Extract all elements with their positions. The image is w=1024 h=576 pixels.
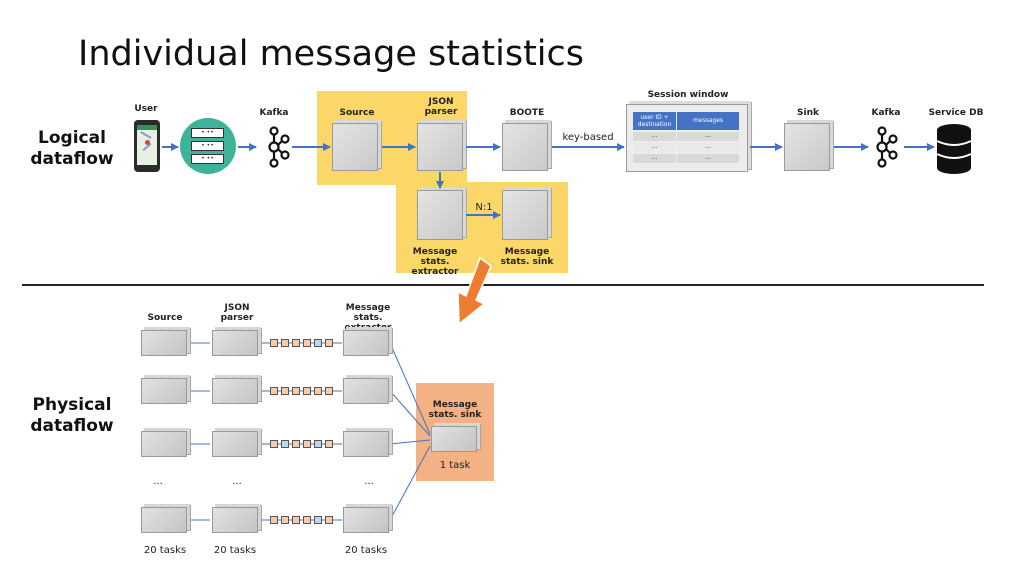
stats-sink-operator bbox=[502, 190, 548, 240]
page-title: Individual message statistics bbox=[78, 34, 585, 74]
message-queue bbox=[270, 339, 333, 347]
server-icon: • •• • •• • •• bbox=[180, 118, 236, 174]
phys-extractor-label: Message stats. extractor bbox=[344, 303, 392, 333]
phys-extractor-task bbox=[343, 431, 389, 457]
key-based-label: key-based bbox=[562, 132, 614, 143]
kafka-icon bbox=[876, 126, 898, 168]
phys-parser-task bbox=[212, 378, 258, 404]
session-table-cell: ... bbox=[633, 143, 676, 152]
source-operator bbox=[332, 123, 378, 171]
phys-sink-task bbox=[431, 426, 477, 452]
phys-sink-label: Message stats. sink bbox=[428, 400, 482, 420]
ellipsis: ... bbox=[364, 476, 374, 487]
message-queue bbox=[270, 516, 333, 524]
user-label: User bbox=[134, 104, 158, 114]
json-parser-label: JSON parser bbox=[424, 97, 458, 117]
phys-extractor-task bbox=[343, 378, 389, 404]
sink-operator bbox=[784, 123, 830, 171]
smartphone-map-icon bbox=[134, 120, 160, 172]
tasks-source: 20 tasks bbox=[143, 545, 187, 556]
session-table-cell: ... bbox=[677, 132, 739, 141]
phys-parser-task bbox=[212, 330, 258, 356]
phys-source-task bbox=[141, 431, 187, 457]
ellipsis: ... bbox=[153, 476, 163, 487]
phys-extractor-task bbox=[343, 330, 389, 356]
stats-sink-label: Message stats. sink bbox=[500, 247, 554, 267]
phys-extractor-task bbox=[343, 507, 389, 533]
kafka-out-label: Kafka bbox=[871, 108, 901, 118]
session-table-cell: ... bbox=[633, 154, 676, 163]
section-divider bbox=[22, 284, 984, 286]
physical-dataflow-label: Physical dataflow bbox=[30, 395, 114, 436]
extractor-operator bbox=[417, 190, 463, 240]
source-label: Source bbox=[339, 108, 375, 118]
boote-label: BOOTE bbox=[509, 108, 545, 118]
phys-source-task bbox=[141, 330, 187, 356]
session-table-header-key: user ID + destination bbox=[633, 112, 676, 130]
message-queue bbox=[270, 440, 333, 448]
session-window-label: Session window bbox=[647, 90, 729, 100]
one-task-label: 1 task bbox=[439, 460, 471, 471]
kafka-in-label: Kafka bbox=[259, 108, 289, 118]
phys-json-parser-label: JSON parser bbox=[220, 303, 254, 323]
session-window-operator: user ID + destination messages ... ... .… bbox=[626, 104, 748, 172]
phys-source-task bbox=[141, 507, 187, 533]
phys-source-label: Source bbox=[147, 313, 183, 323]
ellipsis: ... bbox=[232, 476, 242, 487]
json-parser-operator bbox=[417, 123, 463, 171]
service-db-label: Service DB bbox=[928, 108, 984, 118]
tasks-extractor: 20 tasks bbox=[344, 545, 388, 556]
extractor-label: Message stats. extractor bbox=[411, 247, 459, 277]
session-table-header-messages: messages bbox=[677, 112, 739, 130]
sink-label: Sink bbox=[797, 108, 819, 118]
session-table-cell: ... bbox=[677, 154, 739, 163]
kafka-icon bbox=[268, 126, 290, 168]
phys-parser-task bbox=[212, 507, 258, 533]
phys-source-task bbox=[141, 378, 187, 404]
message-queue bbox=[270, 387, 333, 395]
phys-parser-task bbox=[212, 431, 258, 457]
session-table-cell: ... bbox=[633, 132, 676, 141]
boote-operator bbox=[502, 123, 548, 171]
n1-label: N:1 bbox=[475, 202, 493, 213]
session-table-cell: ... bbox=[677, 143, 739, 152]
database-icon bbox=[936, 124, 972, 174]
tasks-parser: 20 tasks bbox=[213, 545, 257, 556]
logical-dataflow-label: Logical dataflow bbox=[30, 128, 114, 169]
